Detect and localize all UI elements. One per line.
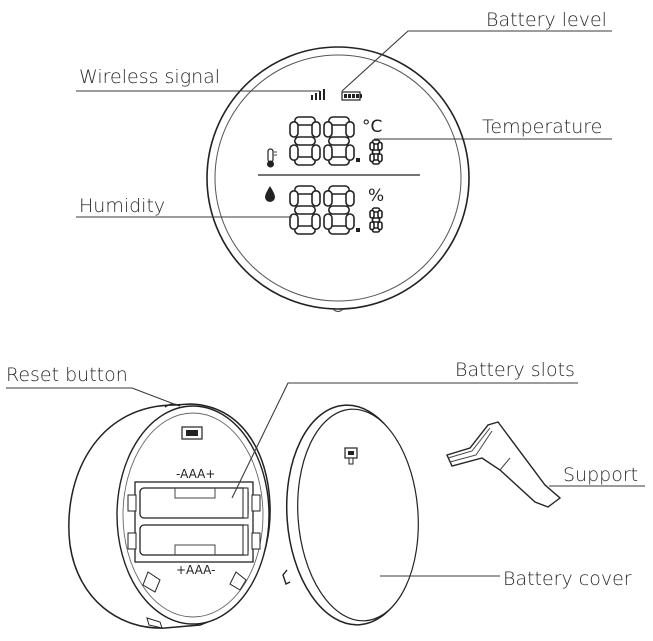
reset-button-label: Reset button: [6, 364, 128, 386]
battery-level-label: Battery level: [486, 9, 607, 31]
top-clip-icon: [181, 426, 203, 440]
humidity-droplet-icon: [265, 186, 275, 202]
lcd-segment: [293, 156, 316, 166]
lcd-segment: [369, 141, 375, 151]
front-view: °C %: [206, 46, 470, 312]
device-outer-ring: [206, 46, 470, 310]
lcd-segment: [327, 205, 350, 215]
lcd-segment: [377, 153, 383, 163]
humidity-digits: [289, 185, 355, 235]
temperature-decimal-point: [356, 158, 360, 162]
lcd-segment: [369, 153, 375, 163]
lcd-segment: [289, 121, 299, 138]
lcd-segment: [377, 141, 383, 151]
polarity-top: -AAA+: [176, 467, 215, 481]
lcd-segment: [369, 221, 375, 231]
cover-clip-icon: [344, 447, 358, 465]
polarity-bottom: +AAA-: [176, 563, 215, 577]
battery-cover: [282, 404, 419, 626]
lcd-segment: [293, 185, 316, 195]
lcd-segment: [369, 209, 375, 219]
cover-inner: [297, 408, 419, 622]
lcd-segment: [293, 205, 316, 215]
lcd-segment: [345, 144, 355, 161]
temperature-unit: °C: [362, 117, 382, 137]
latch-slot-left: [142, 571, 161, 593]
temperature-decimal-digit: [369, 139, 383, 165]
lcd-segment: [289, 144, 299, 161]
lcd-segment: [311, 121, 321, 138]
battery-level-leader: [341, 30, 612, 92]
lcd-segment: [327, 116, 350, 126]
lcd-segment: [327, 136, 350, 146]
support-body: [446, 421, 562, 508]
lcd-segment: [323, 213, 333, 230]
humidity-label: Humidity: [79, 195, 165, 217]
battery-level-icon: [341, 91, 362, 101]
lcd-segment: [323, 190, 333, 207]
lcd-segment: [323, 144, 333, 161]
lcd-segment: [293, 136, 316, 146]
temperature-digits: [289, 116, 355, 166]
device-inner-ring: [214, 54, 462, 302]
lcd-segment: [293, 225, 316, 235]
lcd-segment: [311, 190, 321, 207]
battery-slots-label: Battery slots: [455, 359, 575, 381]
lcd-segment: [345, 121, 355, 138]
bottom-tab: [146, 617, 163, 629]
reset-button-leader: [131, 387, 175, 405]
battery-2: [139, 524, 249, 556]
lcd-segment: [345, 213, 355, 230]
lcd-segment: [377, 209, 383, 219]
thermometer-icon: [267, 148, 277, 168]
lcd-segment: [327, 225, 350, 235]
lcd-segment: [289, 190, 299, 207]
support-label: Support: [563, 464, 638, 486]
lcd-segment: [327, 185, 350, 195]
humidity-decimal-digit: [369, 207, 383, 233]
lcd-segment: [377, 221, 383, 231]
lcd-segment: [311, 144, 321, 161]
battery-compartment: [127, 481, 261, 563]
cover-tab: [282, 569, 291, 585]
reset-button: [164, 403, 181, 408]
lcd-segment: [323, 121, 333, 138]
support-stand: [446, 421, 562, 508]
lcd-segment: [289, 213, 299, 230]
back-housing: -AAA+ +AAA-: [68, 403, 271, 629]
lcd-segment: [293, 116, 316, 126]
lcd-segment: [345, 190, 355, 207]
lcd-segment: [311, 213, 321, 230]
humidity-decimal-point: [356, 228, 360, 232]
wireless-signal-icon: [311, 89, 325, 100]
temperature-label: Temperature: [482, 116, 602, 138]
humidity-unit: %: [368, 186, 384, 206]
lcd-segment: [327, 156, 350, 166]
lcd-segment: [371, 217, 381, 223]
latch-slot-right: [229, 571, 247, 591]
wireless-signal-label: Wireless signal: [79, 66, 220, 88]
bottom-notch: [332, 308, 344, 312]
battery-slots-leader: [231, 382, 578, 499]
lcd-segment: [371, 149, 381, 155]
battery-1: [139, 487, 249, 519]
battery-cover-label: Battery cover: [503, 568, 632, 590]
